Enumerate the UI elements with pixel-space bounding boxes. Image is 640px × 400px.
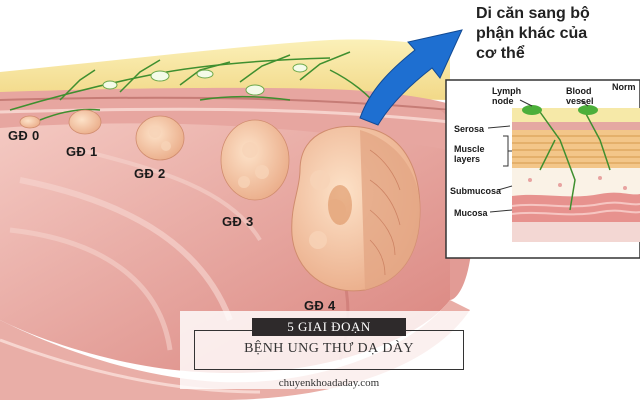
metastasis-label: Di căn sang bộ phận khác của cơ thể bbox=[476, 4, 590, 64]
tumor-stage-0 bbox=[19, 115, 41, 129]
caption-title: BỆNH UNG THƯ DẠ DÀY bbox=[244, 341, 414, 356]
lymph-node-line-1: Lymph bbox=[492, 86, 522, 96]
serosa-label: Serosa bbox=[454, 124, 485, 134]
tumor-stage-2 bbox=[135, 115, 185, 161]
metastasis-line-3: cơ thể bbox=[476, 45, 525, 62]
lymph-node-line-2: node bbox=[492, 96, 514, 106]
stage-0-label: GĐ 0 bbox=[8, 128, 40, 143]
tumor-stage-3 bbox=[220, 119, 290, 201]
metastasis-arrow bbox=[359, 29, 463, 126]
muscle-line-2: layers bbox=[454, 154, 481, 164]
lymph-node-label: Lymph node bbox=[492, 86, 521, 106]
stage-3-label: GĐ 3 bbox=[222, 214, 254, 229]
tumor-stage-1 bbox=[68, 109, 102, 135]
stage-4-label: GĐ 4 bbox=[304, 298, 336, 313]
mucosa-label: Mucosa bbox=[454, 208, 488, 218]
caption-site-url: chuyenkhoadaday.com bbox=[278, 377, 380, 389]
blood-vessels bbox=[9, 51, 381, 121]
blood-vessel-label: Blood vessel bbox=[566, 86, 594, 106]
submucosa-label: Submucosa bbox=[450, 186, 502, 196]
stage-2-label: GĐ 2 bbox=[134, 166, 166, 181]
blood-vessel-line-2: vessel bbox=[566, 96, 594, 106]
muscle-line-1: Muscle bbox=[454, 144, 485, 154]
tumors bbox=[19, 109, 421, 292]
inset-panel bbox=[445, 79, 640, 259]
blood-vessel-line-1: Blood bbox=[566, 86, 592, 96]
metastasis-line-2: phận khác của bbox=[476, 25, 588, 42]
metastasis-line-1: Di căn sang bộ bbox=[476, 5, 590, 22]
lymph-nodes bbox=[102, 63, 308, 96]
muscle-layers-label: Muscle layers bbox=[454, 144, 485, 164]
stage-1-label: GĐ 1 bbox=[66, 144, 98, 159]
inset-corner-label: Norm bbox=[612, 82, 636, 92]
caption-badge: 5 GIAI ĐOẠN bbox=[252, 318, 406, 336]
